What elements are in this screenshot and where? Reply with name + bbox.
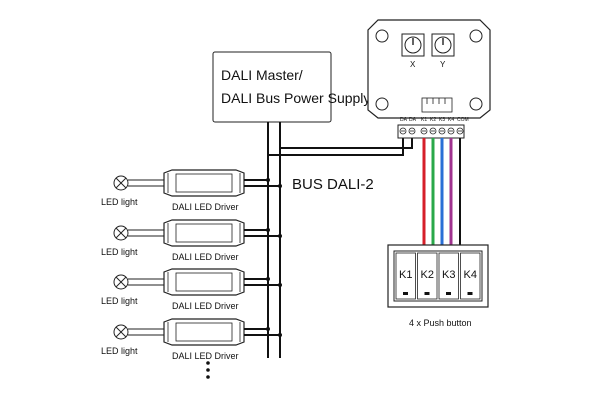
terminal-label: COM bbox=[457, 117, 469, 123]
led-light-icon bbox=[113, 175, 129, 191]
led-light-label: LED light bbox=[101, 247, 138, 257]
push-key-label: K2 bbox=[421, 269, 434, 281]
terminal-label: K4 bbox=[448, 117, 454, 123]
led-light-icon bbox=[113, 225, 129, 241]
dial-y-icon bbox=[431, 33, 455, 57]
dali-led-driver-label: DALI LED Driver bbox=[172, 301, 239, 311]
terminal-label: DA bbox=[409, 117, 417, 123]
terminal-screw-icon bbox=[438, 127, 446, 135]
key-indicator-icon bbox=[446, 292, 451, 295]
terminal-label: K2 bbox=[430, 117, 436, 123]
led-light-icon bbox=[113, 274, 129, 290]
dial-x-label: X bbox=[410, 60, 416, 69]
push-key: K2 bbox=[417, 252, 438, 300]
push-key-label: K4 bbox=[464, 269, 477, 281]
dali-master-box: DALI Master/ DALI Bus Power Supply bbox=[212, 51, 370, 123]
push-button-caption: 4 x Push button bbox=[409, 318, 472, 328]
dial-x-icon bbox=[401, 33, 425, 57]
terminal-label: K1 bbox=[421, 117, 427, 123]
push-button-panel: K1 K2 K3 K4 4 x Push button bbox=[387, 244, 489, 328]
key-indicator-icon bbox=[467, 292, 473, 295]
push-button-wires bbox=[422, 138, 461, 245]
led-light-label: LED light bbox=[101, 197, 138, 207]
dali-led-driver bbox=[163, 169, 245, 197]
terminal-screw-icon bbox=[408, 127, 416, 135]
dali-led-driver-label: DALI LED Driver bbox=[172, 202, 239, 212]
terminal-screw-icon bbox=[420, 127, 428, 135]
key-indicator-icon bbox=[403, 292, 408, 295]
led-light-label: LED light bbox=[101, 296, 138, 306]
master-title-line1: DALI Master/ bbox=[221, 67, 303, 83]
key-indicator-icon bbox=[424, 292, 430, 295]
dali-led-driver bbox=[163, 268, 245, 296]
dali-led-driver-label: DALI LED Driver bbox=[172, 351, 239, 361]
terminal-screw-icon bbox=[447, 127, 455, 135]
push-key: K3 bbox=[438, 252, 459, 300]
bus-label: BUS DALI-2 bbox=[292, 176, 374, 193]
dali-led-driver bbox=[163, 318, 245, 346]
push-key-label: K3 bbox=[442, 269, 455, 281]
led-light-icon bbox=[113, 324, 129, 340]
bus-trunk bbox=[267, 122, 413, 358]
dial-y-label: Y bbox=[440, 60, 446, 69]
push-key: K1 bbox=[395, 252, 416, 300]
terminal-screw-icon bbox=[456, 127, 464, 135]
push-keys: K1 K2 K3 K4 bbox=[395, 252, 481, 300]
push-key: K4 bbox=[460, 252, 481, 300]
terminal-label: DA bbox=[400, 117, 408, 123]
master-title-line2: DALI Bus Power Supply bbox=[221, 90, 370, 106]
dali-led-driver bbox=[163, 219, 245, 247]
dali-led-driver-label: DALI LED Driver bbox=[172, 252, 239, 262]
terminal-screw-icon bbox=[399, 127, 407, 135]
terminal-label: K3 bbox=[439, 117, 445, 123]
more-loads-icon bbox=[206, 361, 210, 379]
push-key-label: K1 bbox=[399, 269, 412, 281]
terminal-screws bbox=[399, 127, 464, 135]
terminal-screw-icon bbox=[429, 127, 437, 135]
led-light-label: LED light bbox=[101, 346, 138, 356]
